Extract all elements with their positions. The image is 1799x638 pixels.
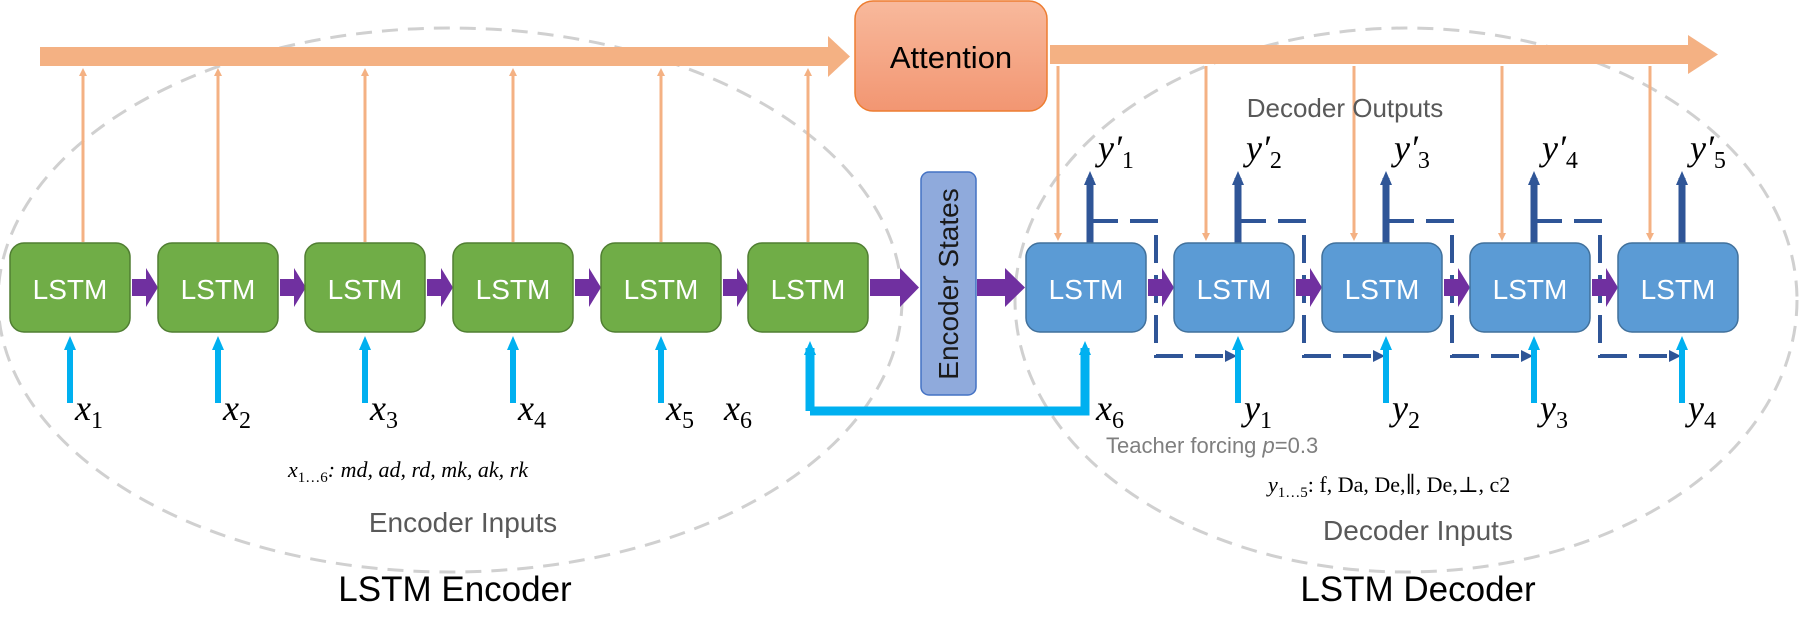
- lstm-label: LSTM: [1049, 274, 1124, 305]
- svg-text:x1…6: md, ad, rd, mk, ak, rk: x1…6: md, ad, rd, mk, ak, rk: [287, 457, 529, 486]
- encoder-attention-bar: [40, 36, 850, 77]
- encoder-lstm-cell: LSTM x2: [157, 68, 306, 434]
- encoder-lstm-cell: LSTM x1: [9, 68, 158, 434]
- decoder-lstm-box: [1617, 242, 1739, 333]
- encoder-lstm-cell: LSTM x4: [452, 68, 601, 434]
- decoder-attention-bar: [1050, 35, 1718, 74]
- lstm-label: LSTM: [1493, 274, 1568, 305]
- state-arrow-enc-to-states: [870, 268, 919, 307]
- decoder-outputs-title: Decoder Outputs: [1247, 93, 1444, 123]
- lstm-label: LSTM: [1345, 274, 1420, 305]
- encoder-input-label: x5: [665, 388, 694, 434]
- encoder-lstm-box: [9, 242, 131, 333]
- lstm-label: LSTM: [771, 274, 846, 305]
- lstm-label: LSTM: [33, 274, 108, 305]
- hidden-state-arrow: [575, 268, 601, 307]
- decoder-input-label: y2: [1389, 388, 1420, 434]
- hidden-state-arrow: [1444, 268, 1470, 307]
- hidden-state-arrow: [1296, 268, 1322, 307]
- encoder-input-label: x4: [517, 388, 546, 434]
- encoder-input-label: x6: [723, 388, 752, 434]
- lstm-label: LSTM: [181, 274, 256, 305]
- state-arrow-states-to-dec: [977, 268, 1025, 307]
- encoder-layer: LSTM x1 LSTM x2 LSTM x3 LSTM x4 LSTM x5 LSTM x6: [9, 68, 869, 434]
- encoder-inputs-definition: x1…6: md, ad, rd, mk, ak, rk: [287, 457, 529, 486]
- x6-skip-connection: [804, 341, 1091, 416]
- encoder-lstm-cell: LSTM x6: [723, 68, 869, 434]
- decoder-output-label: y′4: [1539, 128, 1578, 174]
- hidden-state-arrow: [132, 268, 158, 307]
- hidden-state-arrow: [1148, 268, 1174, 307]
- decoder-lstm-box: [1025, 242, 1147, 333]
- encoder-input-label: x2: [222, 388, 251, 434]
- lstm-label: LSTM: [476, 274, 551, 305]
- decoder-inputs-title: Decoder Inputs: [1323, 515, 1513, 546]
- encoder-lstm-cell: LSTM x3: [304, 68, 453, 434]
- lstm-label: LSTM: [624, 274, 699, 305]
- decoder-output-label: y′1: [1095, 128, 1134, 174]
- decoder-lstm-box: [1469, 242, 1591, 333]
- svg-text:y1…5: f, Da, De,∥, De,⊥, c2: y1…5: f, Da, De,∥, De,⊥, c2: [1266, 472, 1510, 501]
- encoder-lstm-box: [304, 242, 426, 333]
- encoder-inputs-title: Encoder Inputs: [369, 507, 557, 538]
- attention-label: Attention: [890, 40, 1012, 75]
- decoder-input-label: y4: [1685, 388, 1716, 434]
- decoder-lstm-box: [1321, 242, 1443, 333]
- decoder-output-label: y′2: [1243, 128, 1282, 174]
- hidden-state-arrow: [427, 268, 453, 307]
- encoder-lstm-cell: LSTM x5: [600, 68, 749, 434]
- hidden-state-arrow: [723, 268, 749, 307]
- encoder-lstm-box: [157, 242, 279, 333]
- encoder-lstm-box: [600, 242, 722, 333]
- decoder-lstm-box: [1173, 242, 1295, 333]
- decoder-inputs-definition: y1…5: f, Da, De,∥, De,⊥, c2: [1266, 472, 1510, 501]
- lstm-label: LSTM: [328, 274, 403, 305]
- decoder-output-label: y′5: [1687, 128, 1726, 174]
- encoder-input-label: x3: [369, 388, 398, 434]
- encoder-lstm-box: [747, 242, 869, 333]
- decoder-input-label: y3: [1537, 388, 1568, 434]
- encoder-states-label: Encoder States: [933, 188, 964, 379]
- encoder-input-label: x1: [74, 388, 103, 434]
- decoder-output-label: y′3: [1391, 128, 1430, 174]
- attention-box: Attention: [854, 0, 1048, 112]
- lstm-label: LSTM: [1197, 274, 1272, 305]
- lstm-label: LSTM: [1641, 274, 1716, 305]
- encoder-lstm-box: [452, 242, 574, 333]
- encoder-title: LSTM Encoder: [338, 570, 572, 609]
- decoder-region-ellipse: [1013, 26, 1799, 574]
- teacher-forcing-label: Teacher forcing p=0.3: [1106, 433, 1318, 458]
- encoder-states-box: Encoder States: [920, 171, 977, 396]
- hidden-state-arrow: [1592, 268, 1618, 307]
- hidden-state-arrow: [280, 268, 306, 307]
- decoder-input-label: x6: [1095, 388, 1124, 434]
- decoder-title: LSTM Decoder: [1300, 570, 1536, 609]
- decoder-input-label: y1: [1241, 388, 1272, 434]
